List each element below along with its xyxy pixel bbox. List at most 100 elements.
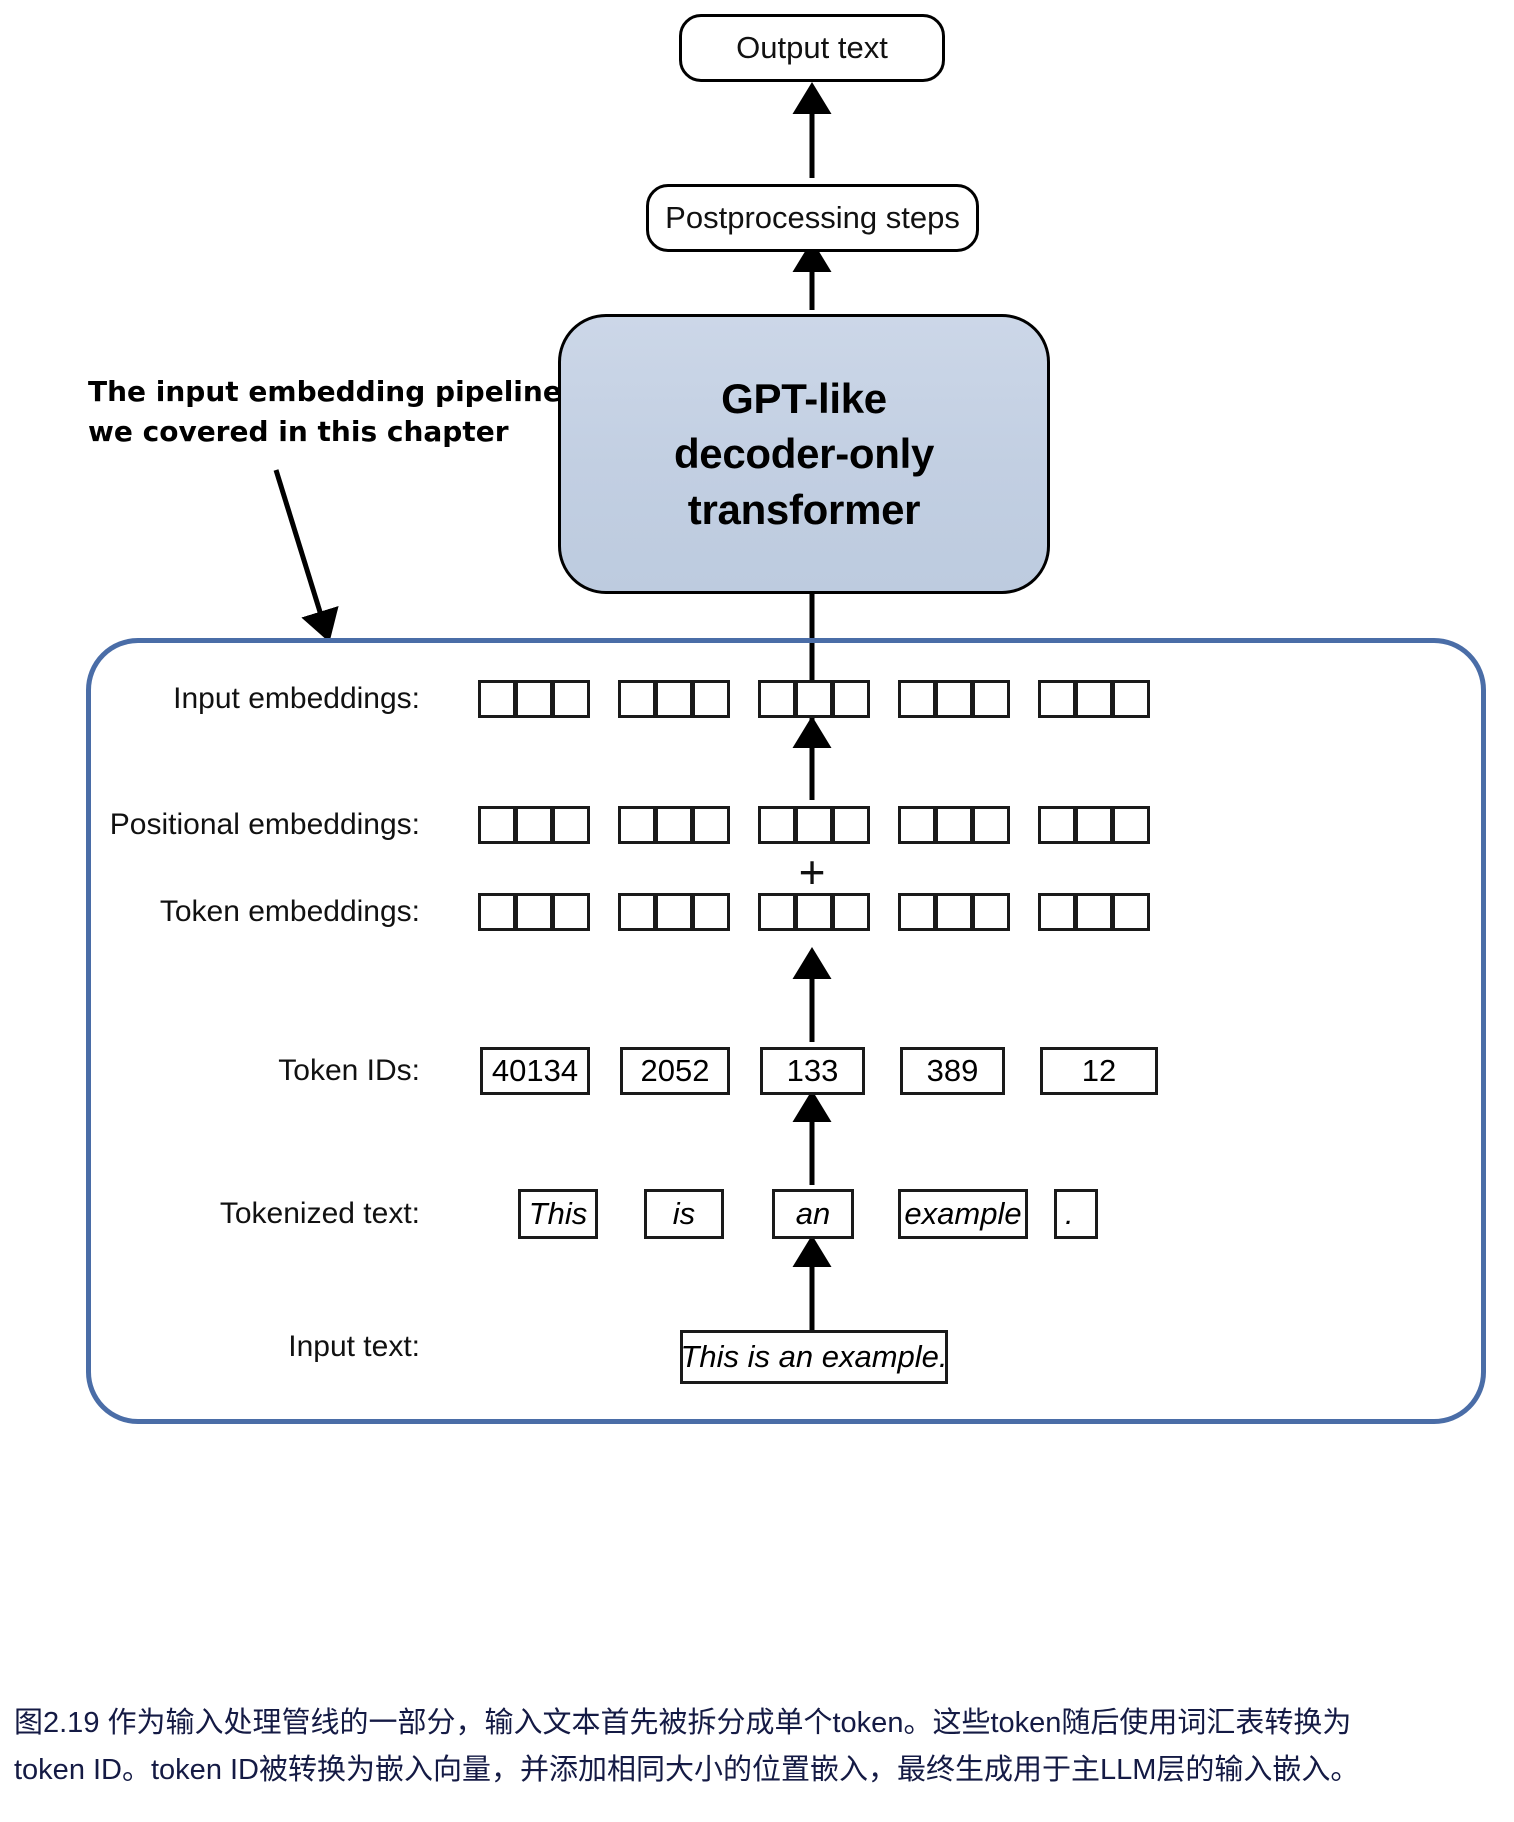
positional-embeddings-group-5 [1038, 806, 1150, 844]
embedding-cell [1038, 680, 1076, 718]
positional-embeddings-group-4 [898, 806, 1010, 844]
embedding-cell [618, 893, 656, 931]
embedding-cell [655, 893, 693, 931]
embedding-cell [692, 893, 730, 931]
plus-operator: + [798, 846, 826, 898]
embedding-cell [478, 680, 516, 718]
token-id-box-3: 133 [760, 1047, 865, 1095]
embedding-cell [1038, 893, 1076, 931]
embedding-cell [898, 893, 936, 931]
embedding-cell [1075, 806, 1113, 844]
embedding-cell [898, 806, 936, 844]
tokenized-text-value: is [672, 1196, 696, 1231]
postprocessing-label: Postprocessing steps [665, 200, 960, 235]
embedding-cell [478, 893, 516, 931]
arrow-annotation-pointer [273, 469, 339, 643]
embedding-cell [832, 893, 870, 931]
embedding-cell [758, 680, 796, 718]
embedding-cell [795, 806, 833, 844]
annotation-line1: The input embedding pipeline [88, 375, 562, 408]
tokenized-text-box-5: . [1054, 1189, 1098, 1239]
model-label-line1: GPT-like [721, 374, 887, 422]
caption-line2: token ID。token ID被转换为嵌入向量，并添加相同大小的位置嵌入，最… [14, 1753, 1360, 1786]
annotation-line2: we covered in this chapter [88, 414, 509, 448]
token-embeddings-group-1 [478, 893, 590, 931]
input-embeddings-group-1 [478, 680, 590, 718]
embedding-cell [795, 680, 833, 718]
positional-embeddings-group-2 [618, 806, 730, 844]
embedding-cell [795, 893, 833, 931]
input-text-box: This is an example. [680, 1330, 948, 1384]
model-label-line2: decoder-only [673, 430, 935, 478]
token-id-value: 133 [786, 1053, 839, 1088]
model-label-line3: transformer [687, 485, 921, 533]
input-embedding-pipeline-frame [86, 638, 1486, 1424]
embedding-cell [515, 893, 553, 931]
embedding-cell [935, 680, 973, 718]
embedding-cell [972, 680, 1010, 718]
row-label-positional-embeddings: Positional embeddings: [109, 808, 420, 841]
token-embeddings-group-4 [898, 893, 1010, 931]
embedding-cell [935, 893, 973, 931]
positional-embeddings-group-3 [758, 806, 870, 844]
token-id-value: 389 [926, 1053, 979, 1088]
tokenized-text-box-3: an [772, 1189, 854, 1239]
embedding-cell [552, 680, 590, 718]
tokenized-text-value: This [528, 1196, 588, 1231]
embedding-cell [1112, 806, 1150, 844]
postprocessing-node: Postprocessing steps [646, 184, 979, 252]
tokenized-text-value: example [904, 1196, 1022, 1231]
embedding-cell [515, 680, 553, 718]
input-embeddings-group-4 [898, 680, 1010, 718]
embedding-cell [1075, 680, 1113, 718]
embedding-cell [972, 806, 1010, 844]
tokenized-text-box-1: This [518, 1189, 598, 1239]
input-embeddings-group-5 [1038, 680, 1150, 718]
tokenized-text-box-2: is [644, 1189, 724, 1239]
embedding-cell [898, 680, 936, 718]
row-label-token-embeddings: Token embeddings: [159, 895, 420, 928]
input-embeddings-group-3 [758, 680, 870, 718]
embedding-cell [618, 806, 656, 844]
token-embeddings-group-2 [618, 893, 730, 931]
tokenized-text-value: an [795, 1196, 831, 1231]
embedding-cell [972, 893, 1010, 931]
token-id-box-4: 389 [900, 1047, 1005, 1095]
token-id-box-1: 40134 [480, 1047, 590, 1095]
embedding-cell [478, 806, 516, 844]
embedding-cell [1112, 680, 1150, 718]
row-label-token-ids: Token IDs: [278, 1054, 420, 1087]
pipeline-annotation: The input embedding pipeline we covered … [88, 372, 562, 452]
token-id-value: 12 [1081, 1053, 1117, 1088]
token-embeddings-group-3 [758, 893, 870, 931]
embedding-cell [758, 806, 796, 844]
row-label-input-embeddings: Input embeddings: [173, 682, 420, 715]
figure-caption: 图2.19 作为输入处理管线的一部分，输入文本首先被拆分成单个token。这些t… [14, 1700, 1504, 1794]
embedding-cell [655, 806, 693, 844]
caption-line1: 图2.19 作为输入处理管线的一部分，输入文本首先被拆分成单个token。这些t… [14, 1707, 1352, 1739]
embedding-cell [552, 806, 590, 844]
embedding-cell [618, 680, 656, 718]
gpt-model-node: GPT-like decoder-only transformer [558, 314, 1050, 594]
embedding-cell [655, 680, 693, 718]
token-embeddings-group-5 [1038, 893, 1150, 931]
tokenized-text-value: . [1065, 1196, 1074, 1231]
embedding-cell [692, 806, 730, 844]
embedding-cell [935, 806, 973, 844]
embedding-cell [832, 680, 870, 718]
embedding-cell [758, 893, 796, 931]
embedding-cell [1075, 893, 1113, 931]
embedding-cell [1038, 806, 1076, 844]
tokenized-text-box-4: example [898, 1189, 1028, 1239]
embedding-cell [515, 806, 553, 844]
token-id-box-2: 2052 [620, 1047, 730, 1095]
output-text-node: Output text [679, 14, 945, 82]
row-label-tokenized-text: Tokenized text: [219, 1197, 420, 1230]
positional-embeddings-group-1 [478, 806, 590, 844]
output-text-label: Output text [736, 30, 888, 65]
embedding-cell [832, 806, 870, 844]
row-label-input-text: Input text: [288, 1330, 420, 1363]
input-embeddings-group-2 [618, 680, 730, 718]
token-id-box-5: 12 [1040, 1047, 1158, 1095]
